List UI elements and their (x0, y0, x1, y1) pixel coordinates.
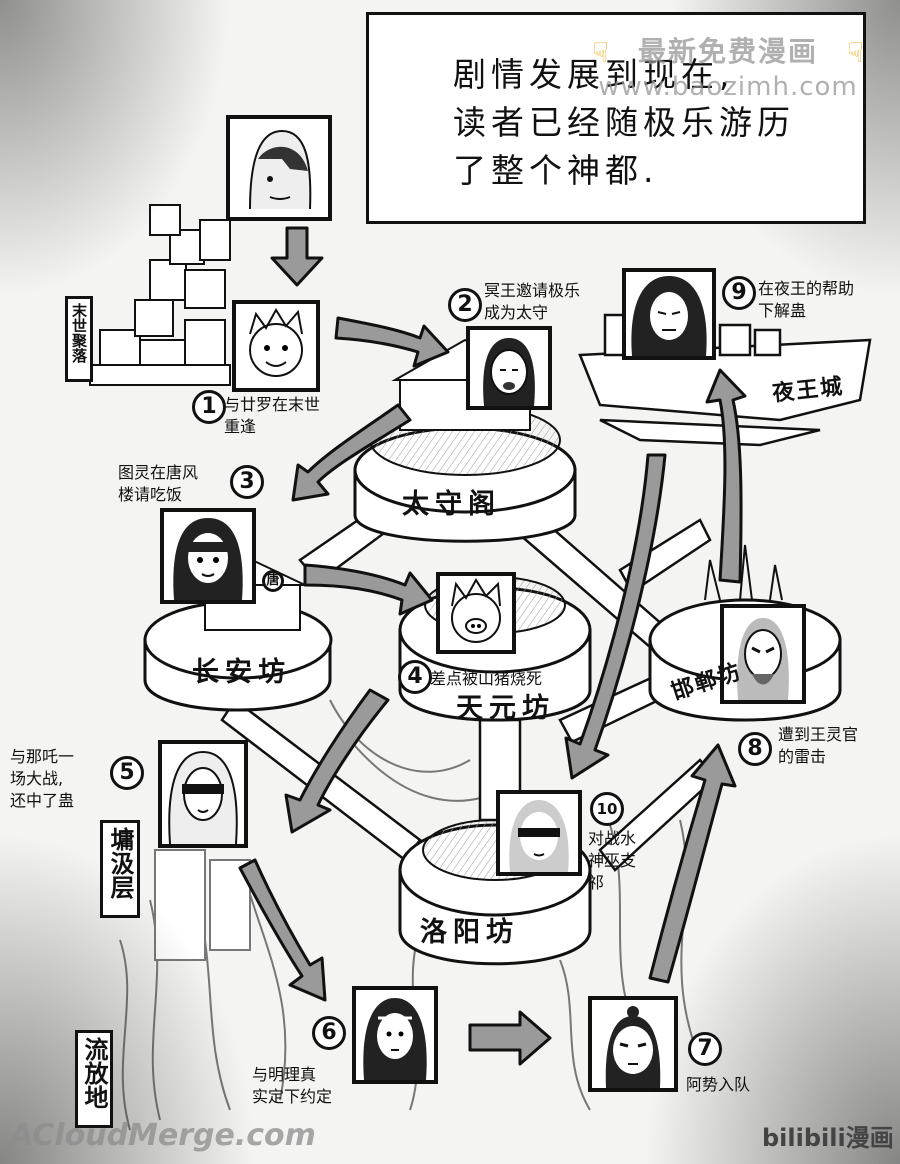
event-number-2: 2 (448, 288, 482, 322)
portrait-event-2 (466, 326, 552, 410)
portrait-event-1 (232, 300, 320, 392)
narration-text: 剧情发展到现在, 读者已经随极乐游历 了整个神都. (453, 51, 795, 195)
watermark-top: ☟ ☟ 最新免费漫画 www.baozimh.com (578, 22, 878, 102)
event-caption-10-part-6: 支 (620, 851, 637, 870)
portrait-event-8 (720, 604, 806, 704)
event-caption-5-line-2: 场大战, (10, 769, 64, 788)
sign-tang: 唐 (262, 570, 284, 592)
event-caption-10-part-1: 对 (588, 829, 605, 848)
event-caption-2-line-1: 冥王邀请极乐 (484, 281, 581, 300)
sign-yongqiceng: 墉汲层 (100, 820, 140, 918)
event-caption-3: 图灵在唐风 楼请吃饭 (118, 462, 198, 506)
label-luoyangfang: 洛阳坊 (420, 917, 519, 948)
hero-face-icon (249, 129, 312, 210)
settlement-blocks (89, 204, 231, 386)
event-caption-6-line-2: 实定下约定 (252, 1087, 333, 1106)
event-caption-2-line-2: 成为太守 (484, 303, 549, 322)
face-icon (509, 800, 569, 872)
event-caption-1-line-1: 与廿罗在末世 (224, 395, 321, 414)
event-caption-10-part-2: 战 (604, 829, 621, 848)
pointing-hand-icon: ☟ (592, 36, 610, 69)
event-number-7: 7 (688, 1032, 722, 1066)
event-caption-5-line-1: 与那吒一 (10, 747, 75, 766)
event-caption-3-line-1: 图灵在唐风 (118, 463, 199, 482)
event-caption-9-line-1: 在夜王的帮助 (758, 279, 855, 298)
event-number-6: 6 (312, 1016, 346, 1050)
event-caption-10-part-7: 祁 (588, 873, 605, 892)
event-caption-2: 冥王邀请极乐 成为太守 (484, 280, 580, 324)
event-number-1: 1 (192, 390, 226, 424)
event-number-3: 3 (230, 465, 264, 499)
pointing-hand-icon: ☟ (846, 36, 864, 69)
portrait-event-5 (158, 740, 248, 848)
event-caption-10-part-3: 水 (620, 829, 637, 848)
event-caption-8-line-1: 遭到王灵官 (778, 725, 859, 744)
portrait-event-4 (436, 572, 516, 654)
event-caption-4-line-1: 差点被山猪烧死 (430, 669, 543, 688)
event-number-8: 8 (738, 732, 772, 766)
portrait-event-6 (352, 986, 438, 1084)
sign-yongqiceng-text: 墉汲层 (106, 827, 134, 899)
face-icon (605, 1006, 661, 1088)
watermark-bottom: ACloudMerge.com (10, 1118, 316, 1153)
event-number-10: 10 (590, 792, 624, 826)
event-caption-3-line-2: 楼请吃饭 (118, 485, 183, 504)
portrait-event-9 (622, 268, 716, 360)
sign-moshi: 末世聚落 (65, 296, 93, 382)
event-caption-10-part-5: 巫 (604, 851, 621, 870)
face-icon (363, 998, 427, 1080)
label-taishouge: 太守阁 (402, 489, 501, 520)
event-caption-4: 差点被山猪烧死 (430, 668, 542, 690)
event-number-5: 5 (110, 756, 144, 790)
portrait-event-3 (160, 508, 256, 604)
event-caption-5: 与那吒一 场大战, 还中了蛊 (10, 746, 74, 812)
event-number-9: 9 (722, 276, 756, 310)
face-icon (168, 750, 238, 845)
face-icon (631, 276, 707, 356)
face-icon (483, 338, 535, 406)
sign-liufangdi-text: 流放地 (80, 1037, 108, 1109)
event-caption-7-line-1: 阿势入队 (686, 1075, 751, 1094)
event-number-4: 4 (398, 660, 432, 694)
event-caption-1-line-2: 重逢 (224, 417, 257, 436)
sign-tang-text: 唐 (266, 573, 280, 588)
event-caption-8: 遭到王灵官 的雷击 (778, 724, 858, 768)
event-caption-9: 在夜王的帮助 下解蛊 (758, 278, 854, 322)
event-caption-7: 阿势入队 (686, 1074, 750, 1096)
watermark-url: www.baozimh.com (598, 72, 858, 102)
event-caption-10-part-4: 神 (588, 851, 605, 870)
narration-line-2: 读者已经随极乐游历 (453, 103, 795, 142)
building-yongqiceng (154, 849, 251, 961)
face-icon (249, 308, 303, 377)
event-caption-9-line-2: 下解蛊 (758, 301, 807, 320)
event-caption-10: 对战水 神巫支 祁 (588, 828, 636, 894)
event-caption-1: 与廿罗在末世 重逢 (224, 394, 320, 438)
sign-liufangdi: 流放地 (75, 1030, 113, 1128)
portrait-hero (226, 115, 332, 221)
face-icon (737, 618, 789, 700)
event-caption-6: 与明理真 实定下约定 (252, 1064, 332, 1108)
sign-moshi-text: 末世聚落 (70, 303, 88, 363)
narration-line-1: 剧情发展到现在, (453, 55, 735, 94)
face-icon (173, 518, 243, 600)
label-changanfang: 长安坊 (192, 657, 291, 688)
face-icon (451, 578, 501, 643)
portrait-event-10 (496, 790, 582, 876)
label-tianyuanfang: 天元坊 (456, 693, 555, 724)
narration-line-3: 了整个神都. (453, 151, 659, 190)
event-caption-8-line-2: 的雷击 (778, 747, 827, 766)
brand-logo: bilibili漫画 (762, 1124, 894, 1152)
narration-box: 剧情发展到现在, 读者已经随极乐游历 了整个神都. (366, 12, 866, 224)
event-caption-6-line-1: 与明理真 (252, 1065, 317, 1084)
portrait-event-7 (588, 996, 678, 1092)
event-caption-5-line-3: 还中了蛊 (10, 791, 75, 810)
watermark-title: 最新免费漫画 (637, 35, 818, 68)
